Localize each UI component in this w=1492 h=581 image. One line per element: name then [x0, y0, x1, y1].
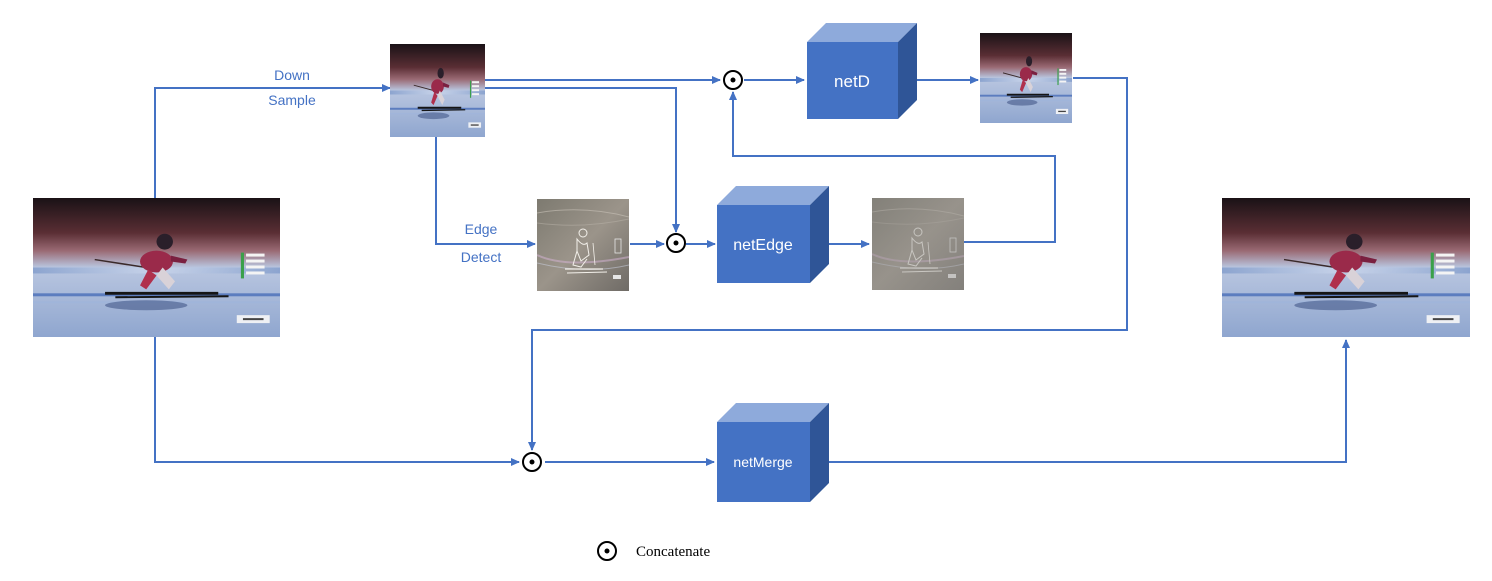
- downsampled-ski-frame: [390, 44, 485, 137]
- edge-detect-label-line2: Detect: [461, 249, 502, 265]
- full-resolution-ski-frame: [33, 198, 280, 337]
- netD-block: netD: [807, 23, 917, 119]
- wire-input-to-downsample: [154, 84, 391, 198]
- legend: Concatenate: [597, 541, 710, 561]
- netMerge-block: netMerge: [717, 403, 829, 502]
- concat-legend-symbol: [597, 541, 617, 561]
- wire-small-to-edge-detect: [435, 137, 536, 248]
- netD-label: netD: [834, 72, 870, 91]
- legend-concatenate-label: Concatenate: [636, 544, 710, 560]
- netEdge-label: netEdge: [733, 237, 793, 254]
- wire-netmerge-to-final: [810, 339, 1350, 463]
- wire-edgeout-to-concat-d: [729, 91, 1056, 243]
- netEdge-output-edge-map: [872, 198, 964, 290]
- netEdge-block: netEdge: [717, 186, 829, 283]
- wire-input-to-concat-merge: [154, 337, 520, 466]
- wire-small-to-concat-edge: [485, 87, 680, 233]
- downsample-label-line2: Sample: [268, 92, 316, 108]
- concat-node-netmerge: [522, 452, 542, 472]
- wire-netdout-to-concat-merge: [528, 77, 1128, 451]
- final-merged-ski-frame: [1222, 198, 1470, 337]
- concat-node-netd: [723, 70, 743, 90]
- edge-map-ski-frame: [537, 199, 629, 291]
- concat-node-netedge: [666, 233, 686, 253]
- edge-detect-label-line1: Edge: [465, 221, 498, 237]
- netD-output-ski-frame: [980, 33, 1072, 123]
- downsample-label-line1: Down: [274, 67, 310, 83]
- netMerge-label: netMerge: [733, 454, 792, 470]
